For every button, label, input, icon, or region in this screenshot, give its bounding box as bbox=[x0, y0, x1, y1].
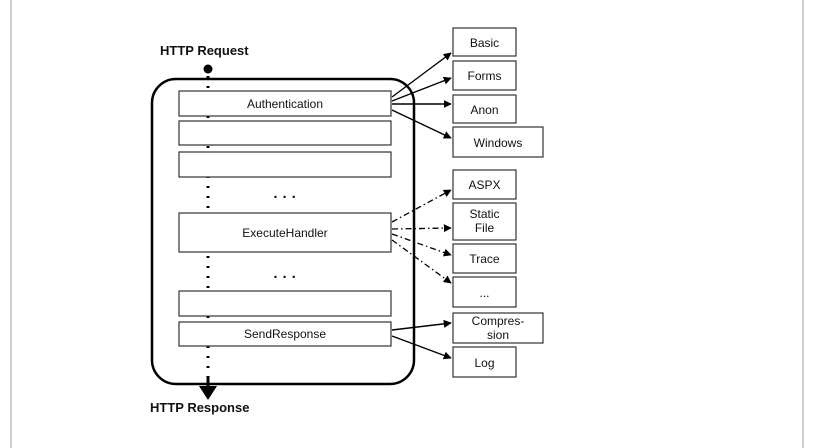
http-request-label: HTTP Request bbox=[160, 43, 249, 58]
request-entry-dot bbox=[203, 64, 213, 74]
forms-module-label: Forms bbox=[468, 69, 502, 83]
static-file-handler-label-line1: Static bbox=[469, 207, 499, 221]
ellipsis-stages-lower: · · · bbox=[273, 269, 296, 286]
arrow-to-more-handlers bbox=[391, 239, 452, 284]
authentication-connectors bbox=[391, 52, 452, 139]
basic-module-label: Basic bbox=[470, 36, 499, 50]
execute-handler-stage bbox=[178, 212, 392, 253]
basic-module-box bbox=[452, 27, 517, 57]
arrow-to-log bbox=[391, 335, 452, 360]
anon-module-label: Anon bbox=[470, 103, 498, 117]
ellipsis-stages-upper: · · · bbox=[273, 189, 296, 206]
aspx-handler-label: ASPX bbox=[468, 178, 500, 192]
authentication-stage-label: Authentication bbox=[247, 97, 323, 111]
static-file-handler-box bbox=[452, 202, 517, 241]
trace-handler-label: Trace bbox=[469, 252, 500, 266]
arrow-to-aspx bbox=[391, 189, 452, 223]
arrow-to-trace bbox=[391, 233, 452, 257]
compression-module-box bbox=[452, 312, 544, 344]
pipeline-stage-empty bbox=[178, 120, 392, 146]
log-module-box bbox=[452, 346, 517, 378]
log-module-label: Log bbox=[474, 356, 494, 370]
arrow-to-windows bbox=[391, 109, 452, 139]
arrow-to-static-file bbox=[391, 224, 452, 233]
arrow-to-forms bbox=[391, 76, 452, 102]
arrow-to-basic bbox=[391, 52, 452, 98]
http-response-label: HTTP Response bbox=[150, 400, 249, 415]
left-frame-line bbox=[10, 0, 12, 448]
pipeline-stage-empty bbox=[178, 151, 392, 178]
right-frame-line bbox=[802, 0, 804, 448]
windows-module-box bbox=[452, 126, 544, 158]
compression-module-label-line1: Compres- bbox=[472, 314, 525, 328]
send-response-stage-label: SendResponse bbox=[244, 327, 326, 341]
more-handlers-box bbox=[452, 276, 517, 308]
send-response-stage bbox=[178, 321, 392, 347]
compression-module-label-line2: sion bbox=[487, 328, 509, 342]
response-arrowhead bbox=[199, 386, 217, 400]
authentication-stage bbox=[178, 90, 392, 117]
anon-module-box bbox=[452, 94, 517, 124]
send-response-connectors bbox=[391, 319, 452, 360]
more-handlers-label: ... bbox=[479, 286, 489, 300]
handler-connectors bbox=[391, 189, 452, 284]
aspx-handler-box bbox=[452, 169, 517, 200]
windows-module-label: Windows bbox=[474, 136, 523, 150]
execute-handler-stage-label: ExecuteHandler bbox=[242, 226, 327, 240]
trace-handler-box bbox=[452, 243, 517, 274]
arrow-to-compression bbox=[391, 319, 452, 331]
pipeline-stage-empty bbox=[178, 290, 392, 317]
static-file-handler-label-line2: File bbox=[475, 221, 495, 235]
forms-module-box bbox=[452, 60, 517, 91]
